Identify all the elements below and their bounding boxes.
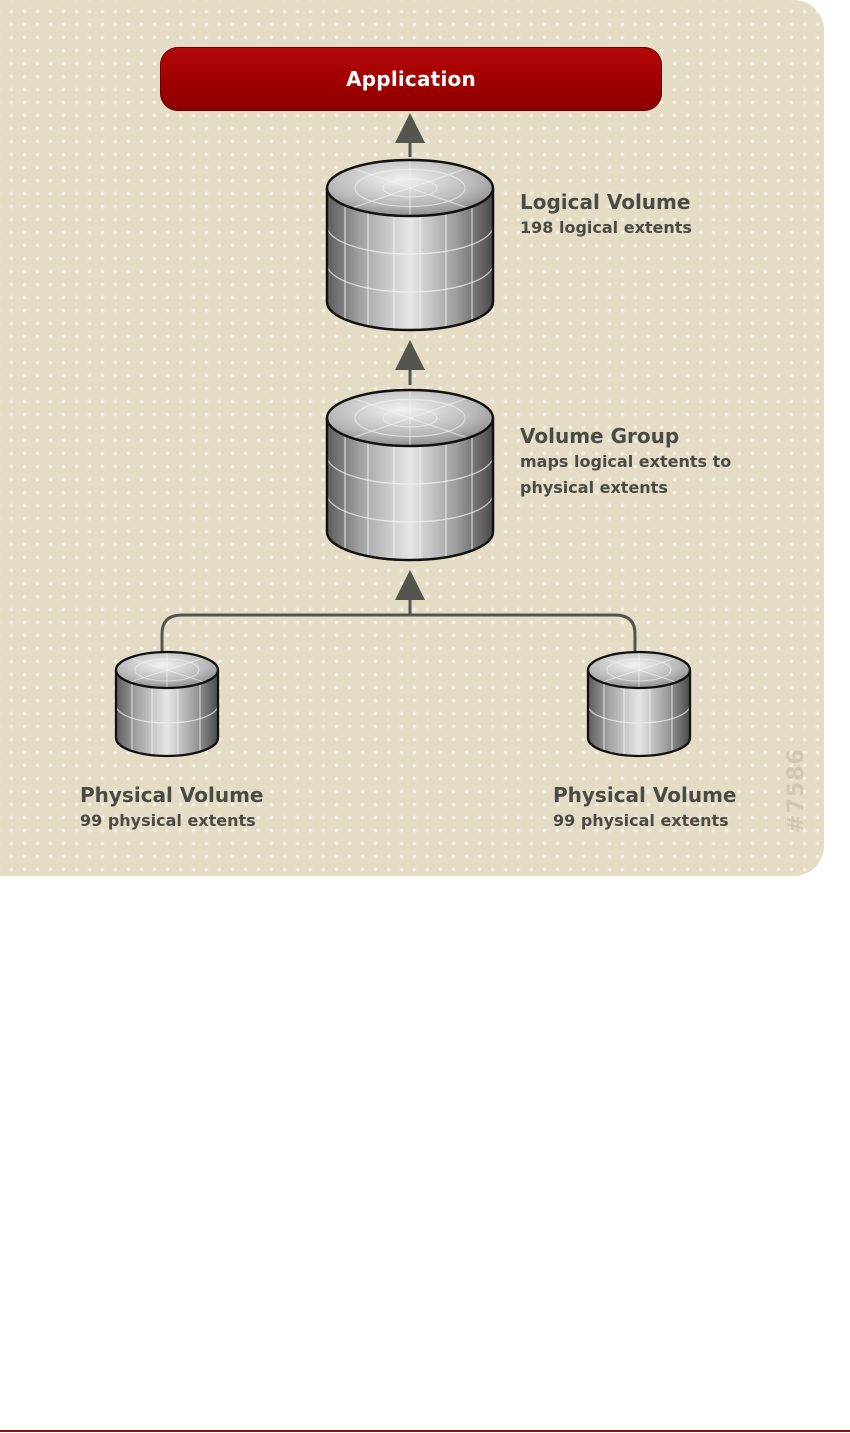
lvm-diagram-panel: Application Logical Volume 198 logical e…: [0, 0, 824, 876]
physical-volume-1-title: Physical Volume: [80, 783, 264, 807]
logical-volume-label: Logical Volume 198 logical extents: [520, 189, 692, 241]
volume-group-label: Volume Group maps logical extents to phy…: [520, 423, 731, 501]
volume-group-description-line2: physical extents: [520, 478, 668, 497]
physical-volume-2-description: 99 physical extents: [553, 811, 729, 830]
physical-volume-2-label: Physical Volume 99 physical extents: [553, 782, 737, 834]
figure-number-watermark: #7586: [776, 745, 816, 835]
volume-group-description-line1: maps logical extents to: [520, 452, 732, 471]
logical-volume-title: Logical Volume: [520, 190, 691, 214]
diagram-svg: [114, 113, 692, 758]
physical-volume-connector: [160, 613, 637, 652]
physical-volume-2-cylinder-icon: [586, 650, 692, 758]
physical-volume-2-title: Physical Volume: [553, 783, 737, 807]
logical-volume-description: 198 logical extents: [520, 218, 692, 237]
volume-group-title: Volume Group: [520, 424, 680, 448]
application-box: Application: [160, 47, 662, 111]
footer-divider: [0, 1430, 850, 1432]
figure-number-text: #7586: [783, 747, 809, 833]
volume-group-cylinder-icon: [325, 388, 495, 562]
physical-volume-1-cylinder-icon: [114, 650, 220, 758]
physical-volume-1-label: Physical Volume 99 physical extents: [80, 782, 264, 834]
application-label: Application: [346, 67, 476, 91]
physical-volume-1-description: 99 physical extents: [80, 811, 256, 830]
logical-volume-cylinder-icon: [325, 158, 495, 332]
